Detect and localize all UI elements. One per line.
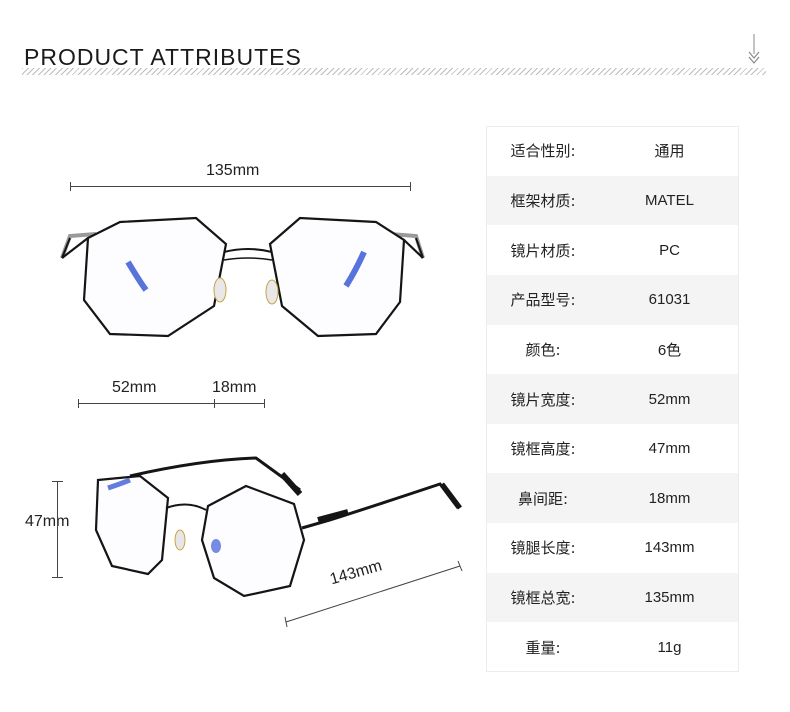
spec-value: PC	[659, 241, 680, 259]
spec-row: 镜框总宽: 135mm	[486, 572, 739, 623]
total-width-label: 135mm	[206, 162, 260, 179]
total-width-tick-left	[70, 182, 71, 191]
double-chevron-down-icon	[748, 34, 760, 64]
spec-row: 镜框高度: 47mm	[486, 423, 739, 474]
spec-value: 52mm	[648, 390, 691, 408]
spec-value: 47mm	[648, 440, 691, 458]
spec-key: 镜片宽度:	[510, 390, 576, 409]
spec-value: 135mm	[644, 589, 695, 607]
spec-row: 镜片宽度: 52mm	[486, 374, 739, 424]
spec-row: 重量: 11g	[486, 622, 739, 673]
spec-table: 适合性别: 通用 框架材质: MATEL 镜片材质: PC 产品型号: 61031 颜色…	[486, 126, 739, 673]
spec-row: 鼻间距: 18mm	[486, 473, 739, 524]
spec-value: 18mm	[648, 489, 691, 507]
section-title: PRODUCT ATTRIBUTES	[24, 44, 302, 70]
spec-row: 颜色: 6色	[486, 324, 739, 375]
lens-height-label: 47mm	[25, 513, 70, 530]
total-width-line	[70, 186, 411, 187]
lens-width-label: 52mm	[112, 379, 157, 396]
spec-key: 镜片材质:	[510, 241, 576, 260]
spec-row: 镜片材质: PC	[486, 225, 739, 275]
spec-value: 11g	[657, 638, 682, 656]
lens-bridge-line	[78, 403, 265, 404]
lens-height-tick-bottom	[52, 577, 63, 578]
bridge-width-label: 18mm	[212, 379, 257, 396]
spec-key: 镜腿长度:	[510, 539, 576, 558]
lens-height-tick-top	[52, 481, 63, 482]
spec-row: 产品型号: 61031	[486, 274, 739, 325]
spec-row: 适合性别: 通用	[486, 126, 739, 176]
header-divider	[22, 68, 766, 75]
spec-value: 通用	[654, 143, 685, 161]
spec-key: 镜框高度:	[510, 440, 576, 459]
spec-value: MATEL	[645, 191, 694, 209]
total-width-tick-right	[410, 182, 411, 191]
spec-key: 颜色:	[525, 340, 561, 359]
spec-value: 143mm	[644, 539, 695, 557]
spec-key: 镜框总宽:	[510, 589, 576, 608]
spec-key: 鼻间距:	[517, 489, 569, 508]
lens-height-line	[57, 481, 58, 578]
spec-row: 框架材质: MATEL	[486, 175, 739, 226]
spec-key: 适合性别:	[510, 142, 576, 161]
lens-width-tick-mid	[214, 399, 215, 408]
bridge-tick-right	[264, 399, 265, 408]
spec-value: 6色	[657, 341, 682, 359]
spec-value: 61031	[648, 291, 691, 309]
spec-key: 重量:	[525, 638, 561, 657]
spec-row: 镜腿长度: 143mm	[486, 523, 739, 573]
spec-key: 产品型号:	[510, 291, 576, 310]
spec-key: 框架材质:	[510, 191, 576, 210]
lens-width-tick-left	[78, 399, 79, 408]
